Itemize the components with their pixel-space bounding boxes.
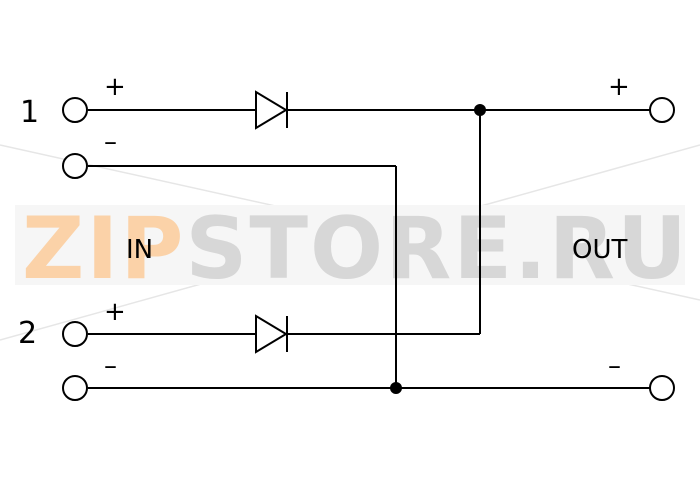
terminal-out-plus [649,97,675,123]
wires [88,109,650,389]
diode-2-triangle [255,314,288,354]
watermark-text: ZIPSTORE.RU [22,199,689,299]
label-in1-minus: – [104,127,117,157]
label-in: IN [126,235,153,265]
terminal-in2-minus [62,375,88,401]
label-input-2: 2 [18,316,37,351]
watermark-box [15,205,685,285]
label-input-1: 1 [20,95,39,130]
terminal-in2-plus [62,321,88,347]
junction-minus [390,382,402,394]
watermark: ZIPSTORE.RU [0,144,700,341]
junction-plus [474,104,486,116]
label-in2-minus: – [104,351,117,381]
diode-1-triangle [255,90,288,130]
watermark-store: STORE.RU [185,199,688,299]
diode-1 [255,90,288,130]
label-out-plus: + [608,72,630,102]
label-in2-plus: + [104,297,126,327]
diode-2 [255,314,288,354]
label-in1-plus: + [104,72,126,102]
terminal-in1-plus [62,97,88,123]
terminal-out-minus [649,375,675,401]
label-out-minus: – [608,351,621,381]
label-out: OUT [572,235,627,265]
terminal-in1-minus [62,153,88,179]
watermark-zip: ZIP [22,199,185,299]
